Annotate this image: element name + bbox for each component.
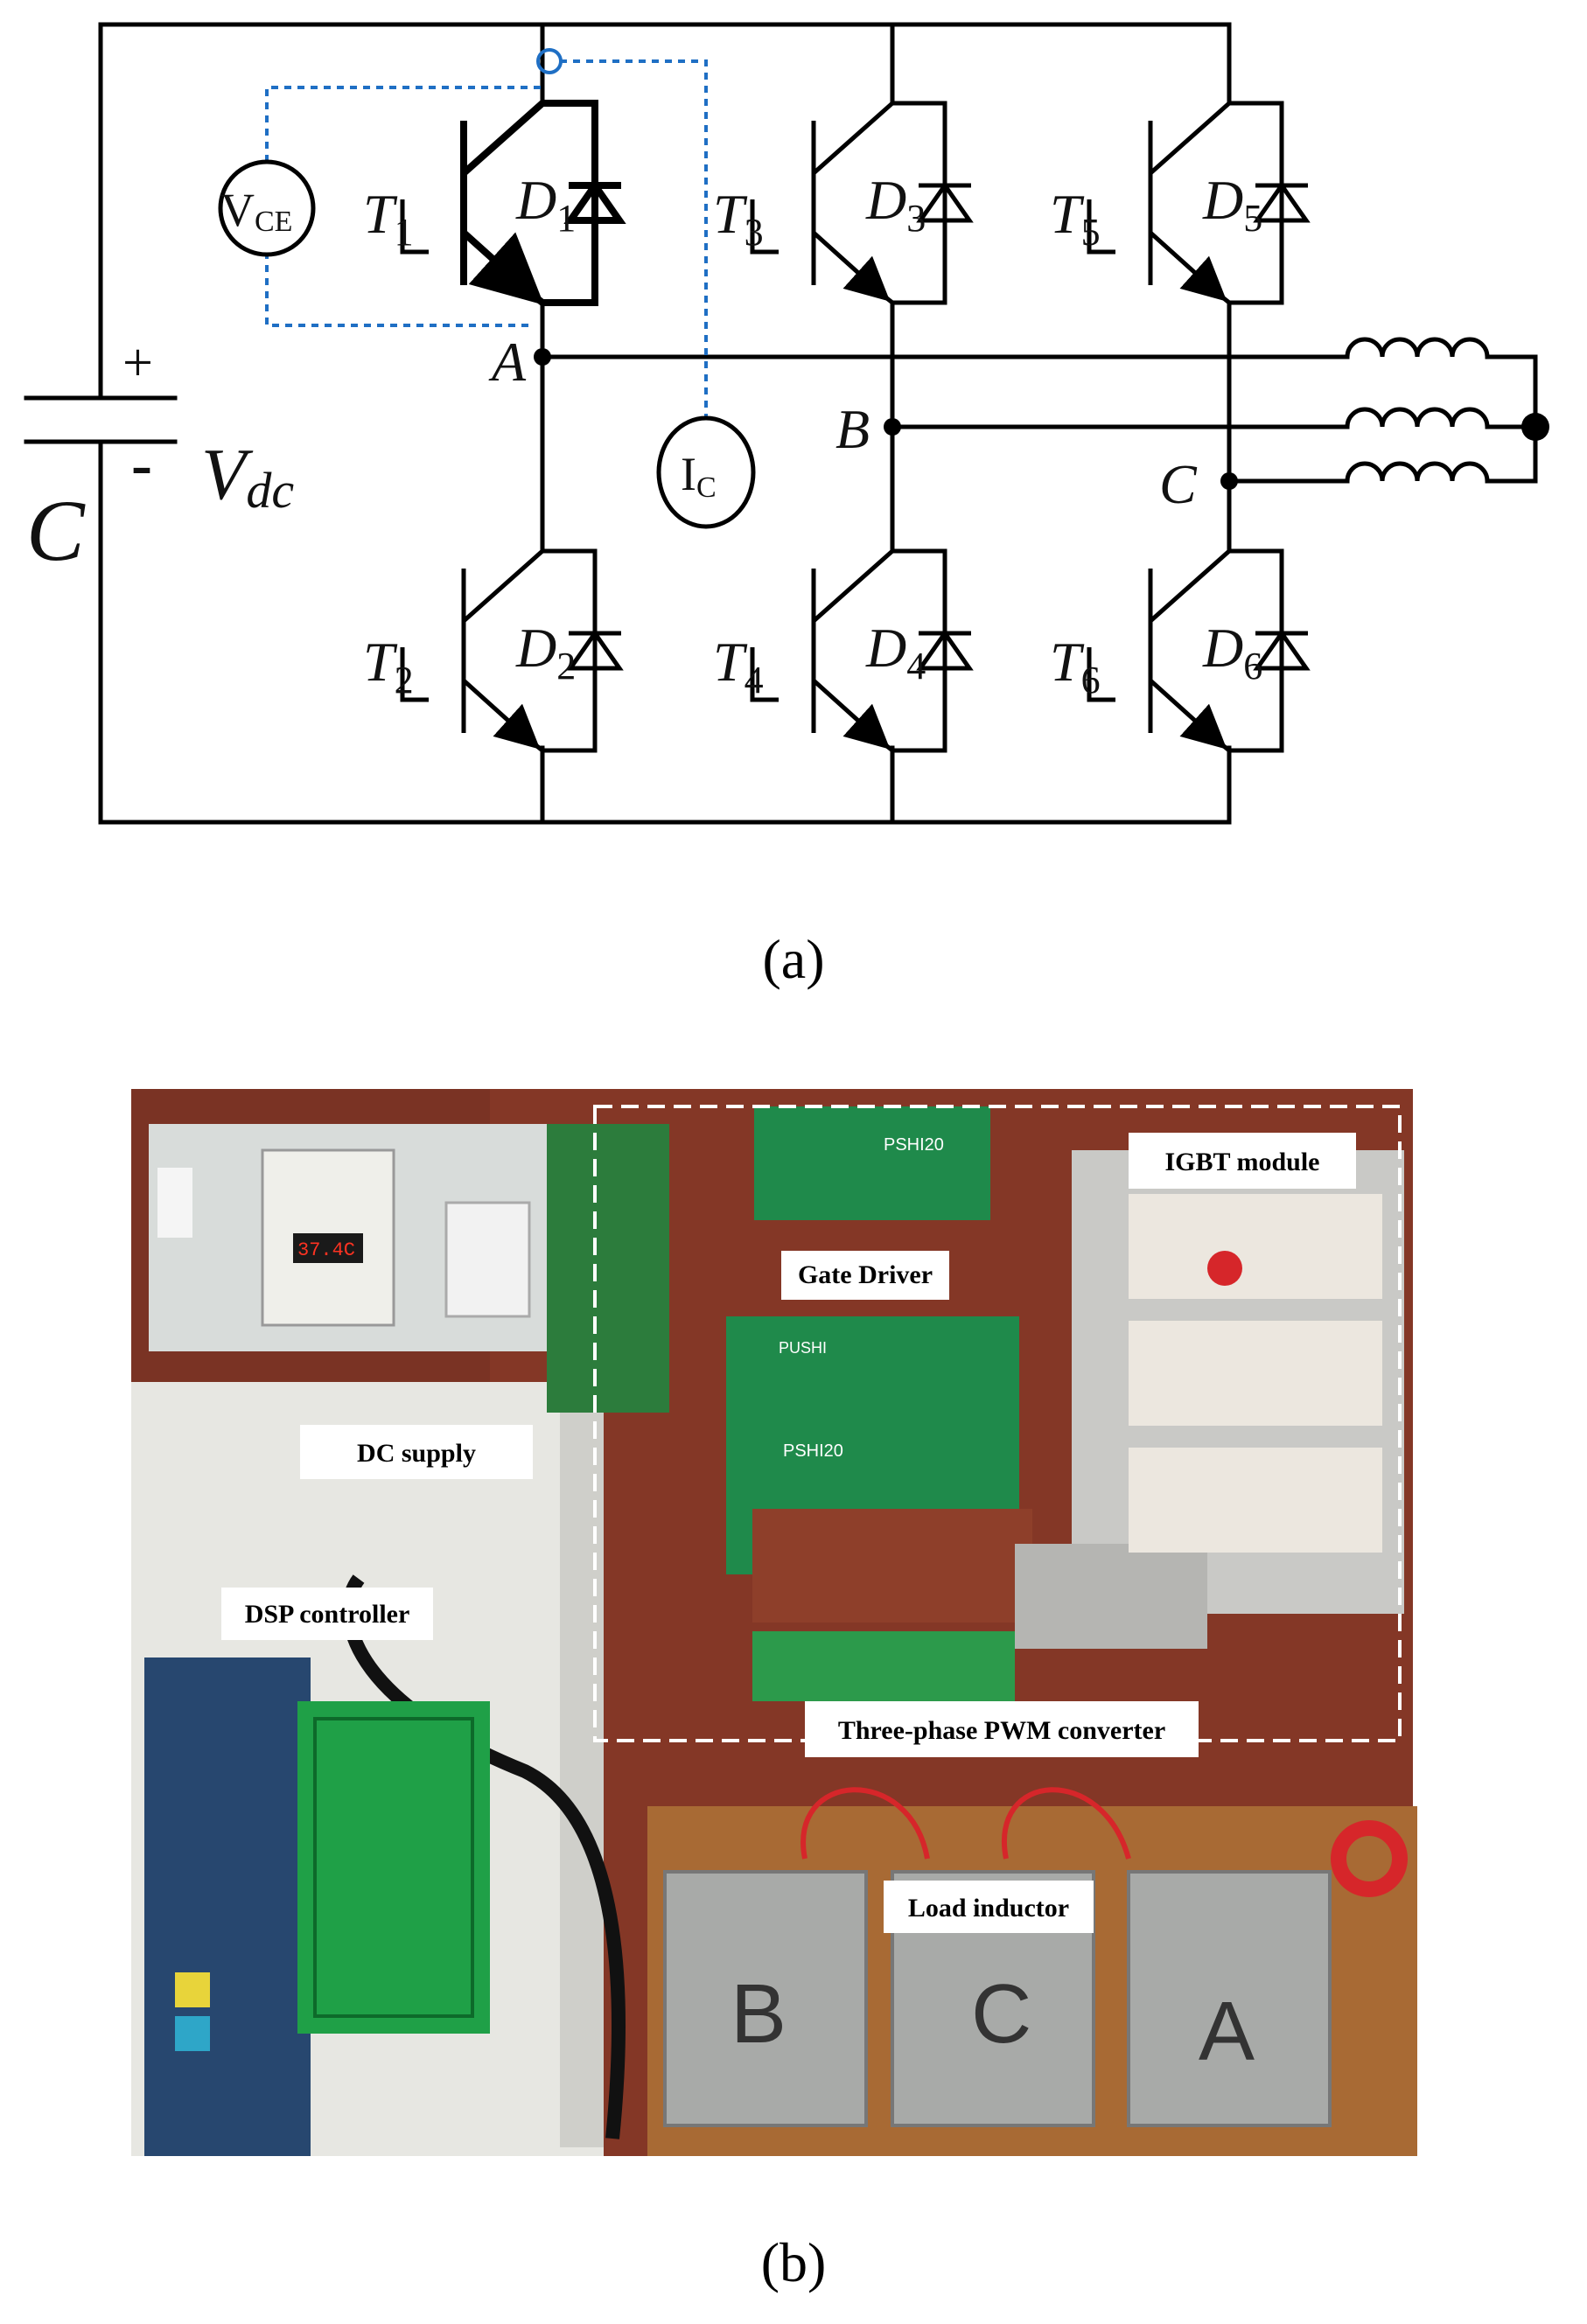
igbt-heatsink [1015, 1150, 1404, 1649]
label-gate-driver: Gate Driver [781, 1251, 949, 1300]
igbt-cell [400, 548, 624, 753]
vce-meter: VCE [218, 159, 316, 257]
label-pwm-converter: Three-phase PWM converter [805, 1701, 1199, 1757]
transistor-label: T2 [363, 631, 414, 701]
node-a-label: A [488, 331, 527, 393]
label-load-inductor: Load inductor [884, 1881, 1094, 1933]
inductor-mark-a: A [1199, 1985, 1255, 2078]
label-igbt-module: IGBT module [1129, 1133, 1356, 1189]
node-b-dot [884, 418, 901, 436]
transistor-label: T1 [363, 183, 414, 254]
node-b-label: B [835, 398, 870, 460]
diode-label: D3 [865, 169, 926, 240]
neutral-node [1521, 413, 1549, 441]
transistor-label: T6 [1050, 631, 1101, 701]
capacitor-plus: + [122, 333, 153, 393]
thermometer-display: 37.4C [297, 1239, 355, 1261]
igbt-cell [1087, 548, 1311, 753]
inductor-mark-b: B [731, 1967, 787, 2061]
transistor-label: T5 [1050, 183, 1101, 254]
capacitor-minus: - [131, 429, 152, 499]
svg-text:VCE: VCE [220, 184, 292, 238]
diode-label: D1 [515, 169, 576, 240]
svg-text:IC: IC [681, 448, 717, 504]
node-c-label: C [1159, 453, 1198, 515]
thermometer-inset: 37.4C [149, 1124, 551, 1351]
perfboard [547, 1124, 669, 1413]
transistor-label: T4 [713, 631, 764, 701]
label-dc-supply: DC supply [300, 1425, 533, 1479]
svg-text:Load inductor: Load inductor [908, 1894, 1069, 1923]
svg-text:PUSHI: PUSHI [779, 1339, 827, 1357]
diode-label: D2 [515, 617, 576, 687]
svg-text:Three-phase PWM converter: Three-phase PWM converter [838, 1716, 1165, 1745]
label-dsp-controller: DSP controller [221, 1588, 433, 1640]
hardware-photo: 37.4C PSHI20 PSHI20 PUSHI [131, 1089, 1417, 2156]
node-a-dot [534, 348, 551, 366]
svg-text:IGBT module: IGBT module [1165, 1148, 1320, 1176]
svg-text:PSHI20: PSHI20 [884, 1135, 944, 1155]
load-inductors: B C A [647, 1787, 1417, 2156]
capacitor-label: C [26, 482, 86, 579]
vce-probe-bottom [265, 252, 534, 327]
svg-text:PSHI20: PSHI20 [783, 1441, 843, 1461]
dsp-board [144, 1658, 490, 2156]
transistor-label: T3 [713, 183, 764, 254]
caption-b: (b) [760, 2231, 827, 2293]
inductor-mark-c: C [971, 1967, 1031, 2061]
node-c-dot [1220, 472, 1238, 490]
igbt-cell [750, 548, 974, 753]
diode-label: D5 [1202, 169, 1262, 240]
igbt-cell [750, 101, 974, 305]
svg-text:DSP controller: DSP controller [245, 1600, 410, 1629]
diode-label: D6 [1202, 617, 1262, 687]
igbt-cell [400, 100, 626, 306]
ic-probe-wire [560, 59, 708, 418]
svg-text:DC supply: DC supply [357, 1439, 476, 1468]
gate-driver-boards: PSHI20 PSHI20 PUSHI [726, 1106, 1032, 1701]
diode-label: D4 [865, 617, 926, 687]
igbt-cell [1087, 101, 1311, 305]
dc-voltage-label: Vdc [201, 434, 294, 519]
svg-text:Gate Driver: Gate Driver [798, 1260, 933, 1289]
caption-a: (a) [762, 928, 825, 990]
current-clamp [536, 48, 563, 74]
vce-probe-top [265, 86, 542, 162]
ic-meter: IC [656, 415, 756, 529]
